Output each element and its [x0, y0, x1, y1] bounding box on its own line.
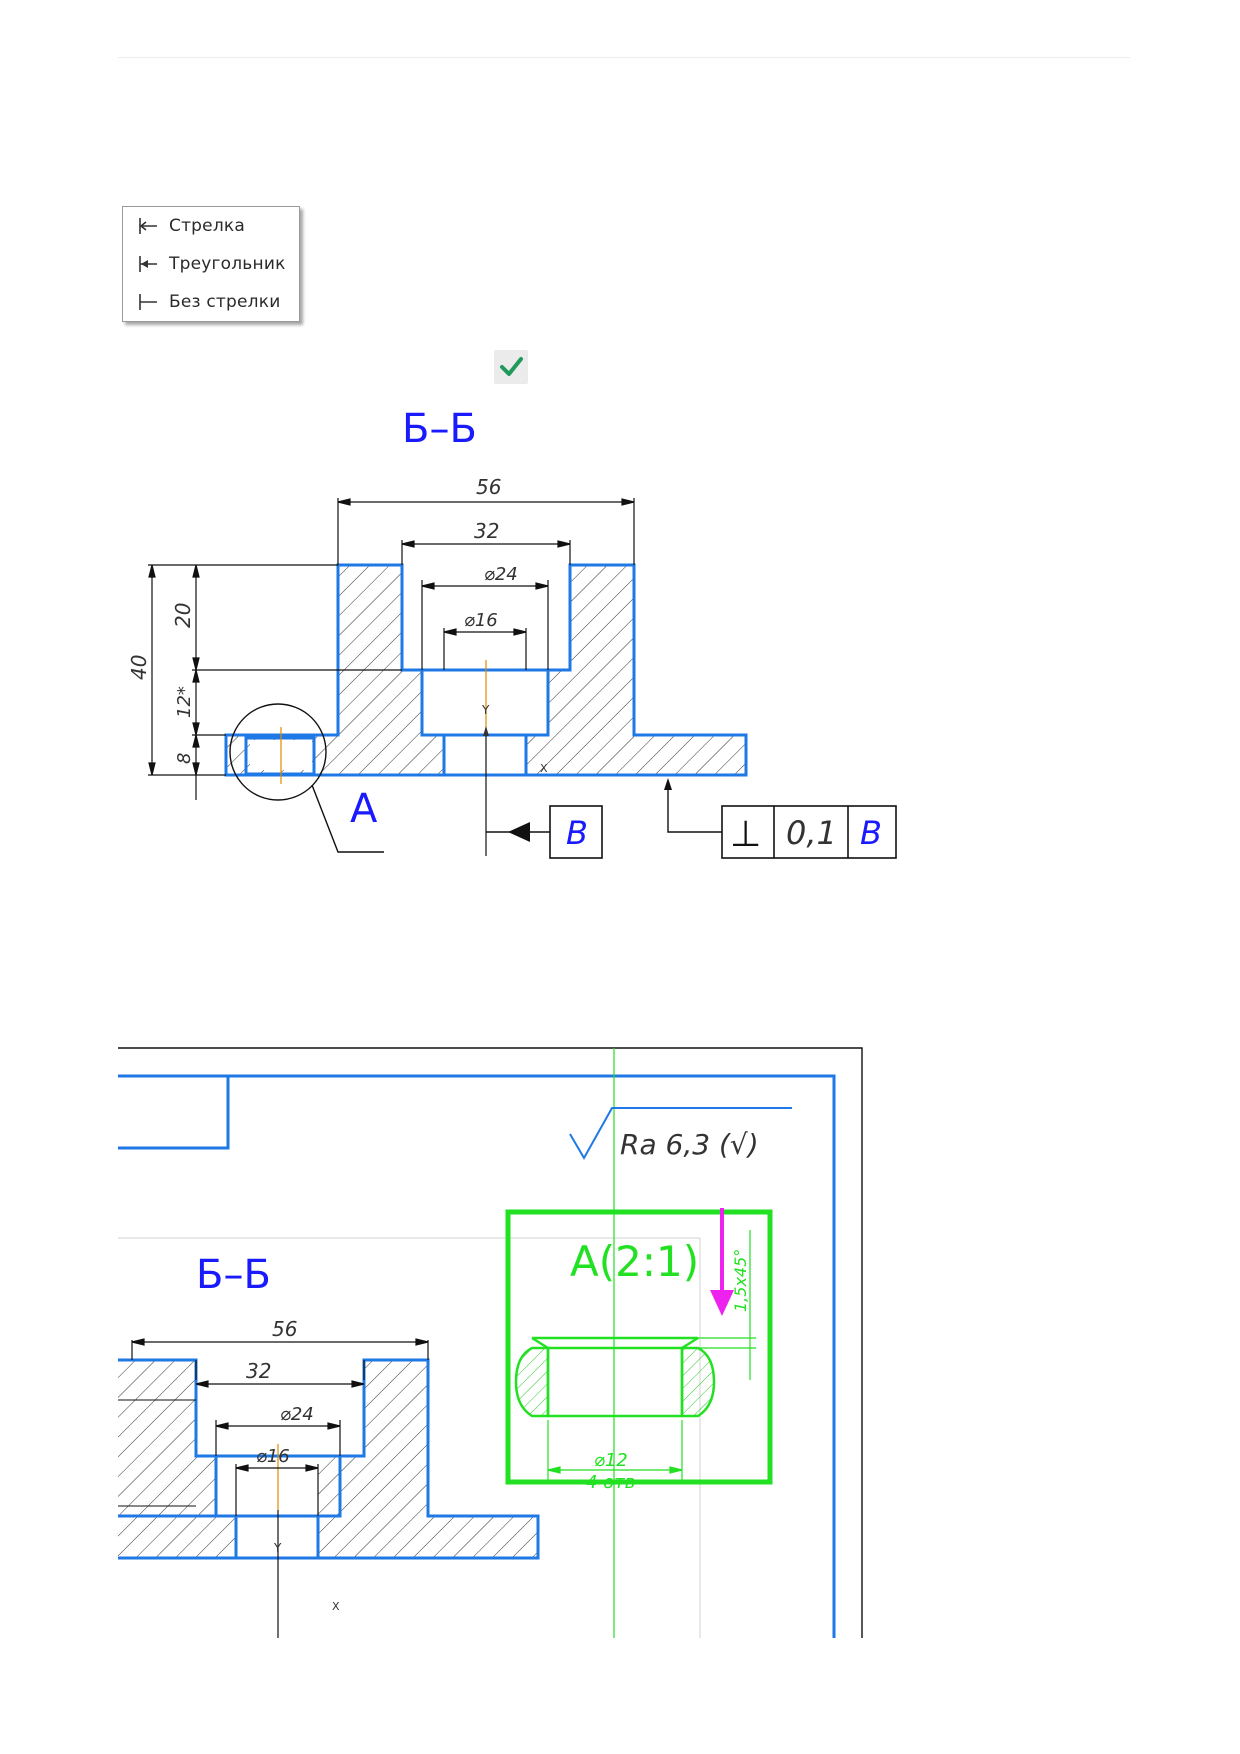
tolerance-symbol: ⊥ — [730, 814, 761, 855]
confirm-button[interactable] — [494, 350, 528, 384]
axis-x-label: X — [540, 762, 548, 775]
section-drawing: Б–Б Y X A 56 32 ⌀24 ⌀16 — [127, 406, 897, 859]
page-top-divider — [118, 57, 1130, 58]
datum-triangle-icon — [508, 822, 530, 842]
dim-d24: ⌀24 — [280, 1404, 314, 1425]
dim-12: 12* — [174, 686, 195, 718]
part-section — [118, 1360, 538, 1558]
chamfer-label: 1,5x45° — [731, 1249, 750, 1312]
detail-view-label: A — [350, 786, 378, 832]
axis-x-label: X — [332, 1600, 340, 1613]
arrow-head-icon — [139, 218, 157, 234]
tolerance-datum: B — [860, 814, 882, 852]
checkmark-icon — [500, 357, 523, 376]
tolerance-value: 0,1 — [786, 814, 837, 852]
dim-32: 32 — [474, 519, 499, 543]
axis-y-label: Y — [481, 703, 490, 717]
arrow-style-menu: Стрелка Треугольник Без стрелки — [122, 206, 300, 322]
detail-hole — [514, 1336, 716, 1418]
sheet-drawing: Ra 6,3 (√) Б–Б Y X — [118, 1047, 863, 1638]
roughness-icon — [569, 1107, 792, 1161]
dim-8: 8 — [174, 753, 195, 764]
roughness-label: Ra 6,3 (√) — [620, 1128, 759, 1161]
menu-item-no-arrow[interactable]: Без стрелки — [123, 283, 299, 321]
detail-view-frame — [505, 1209, 773, 1485]
arrow-down-icon — [710, 1290, 734, 1316]
tolerance-frame — [721, 805, 897, 859]
menu-item-arrow[interactable]: Стрелка — [123, 207, 299, 245]
dim-20: 20 — [171, 603, 195, 628]
menu-item-label: Без стрелки — [169, 292, 281, 312]
section-title: Б–Б — [196, 1252, 271, 1298]
menu-item-label: Треугольник — [169, 254, 286, 274]
section-title: Б–Б — [402, 406, 477, 452]
datum-label: B — [566, 814, 588, 852]
dim-56: 56 — [476, 475, 501, 499]
no-arrow-icon — [139, 294, 157, 310]
dim-32: 32 — [246, 1359, 271, 1383]
detail-title: A(2:1) — [570, 1237, 699, 1286]
detail-circle — [229, 703, 327, 801]
hole-diameter: ⌀12 — [594, 1450, 628, 1471]
hole-count: 4 отв — [586, 1472, 635, 1493]
dim-d24: ⌀24 — [484, 564, 518, 585]
dim-d16: ⌀16 — [464, 610, 498, 631]
menu-item-label: Стрелка — [169, 216, 245, 236]
triangle-head-icon — [139, 256, 157, 272]
menu-item-triangle[interactable]: Треугольник — [123, 245, 299, 283]
datum-box — [549, 805, 603, 859]
dim-d16: ⌀16 — [256, 1446, 290, 1467]
dim-56: 56 — [272, 1317, 297, 1341]
dim-40: 40 — [127, 655, 151, 680]
axis-y-label: Y — [273, 1541, 282, 1555]
